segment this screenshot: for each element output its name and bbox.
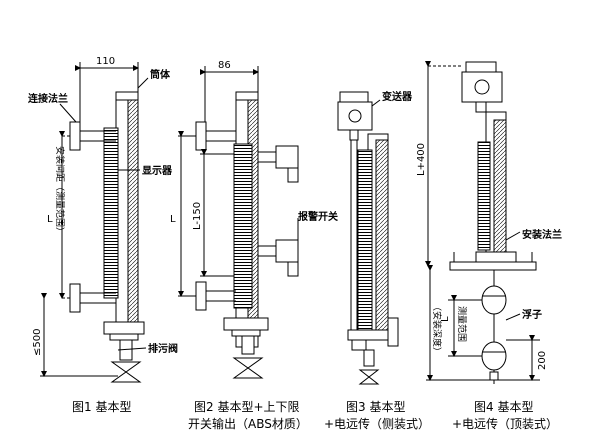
fig1-caption: 图1 基本型	[72, 400, 131, 414]
fig1-dim-L: L	[47, 214, 53, 225]
fig1-flange-label: 连接法兰	[28, 92, 68, 105]
fig4-mount-flange-label: 安装法兰	[522, 228, 562, 241]
fig4-dim-L400: L+400	[416, 143, 427, 176]
fig1-drain-label: 排污阀	[148, 342, 178, 355]
fig4-range-label: 测量范围	[456, 306, 468, 342]
figure-2	[178, 66, 299, 379]
fig1-dim-top: 110	[96, 56, 115, 67]
fig3-caption-line2: +电远传（侧装式）	[324, 416, 430, 431]
fig2-dim-L: L	[170, 214, 176, 225]
fig1-dim-500: ≤500	[32, 329, 43, 356]
fig2-alarm-label: 报警开关	[298, 210, 338, 223]
fig4-dim-200: 200	[537, 351, 548, 370]
fig4-caption-line1: 图4 基本型	[474, 400, 533, 414]
fig3-transmitter-label: 变送器	[382, 90, 413, 103]
fig4-dim-L: L	[440, 316, 451, 322]
figure-1	[40, 62, 149, 383]
fig1-distance-label: 安装间距（测量范围）	[54, 146, 66, 236]
fig1-body-label: 筒体	[150, 68, 171, 81]
figure-3	[337, 91, 399, 385]
fig2-dim-top: 86	[218, 60, 231, 71]
fig2-dim-L150: L-150	[192, 202, 203, 230]
fig4-depth-label: （安装深度）	[431, 302, 443, 356]
fig2-caption-line1: 图2 基本型+上下限	[194, 400, 300, 414]
fig2-caption-line2: 开关输出（ABS材质）	[188, 416, 308, 431]
fig4-float-label: 浮子	[522, 308, 542, 321]
figure-4	[425, 61, 540, 384]
fig4-caption-line2: +电远传（顶装式）	[452, 416, 558, 431]
fig3-caption-line1: 图3 基本型	[346, 400, 405, 414]
fig1-display-label: 显示器	[142, 165, 173, 177]
